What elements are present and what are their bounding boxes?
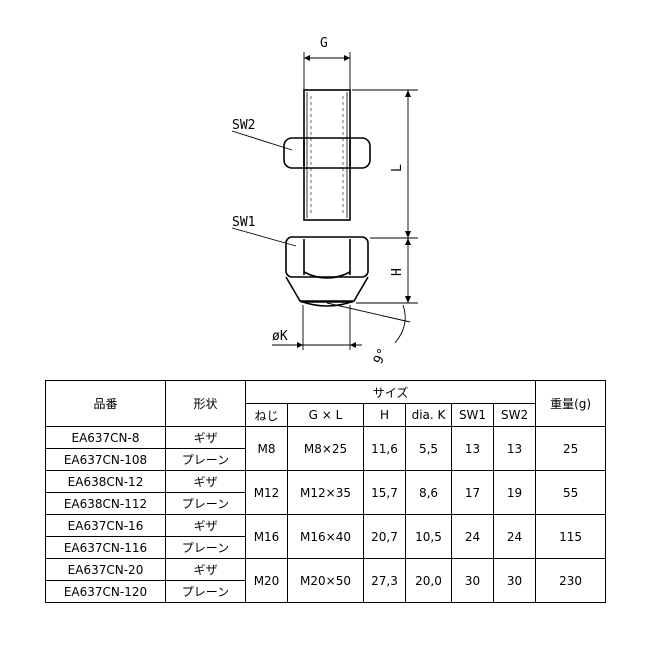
- shape-cell: プレーン: [165, 536, 246, 559]
- shape-cell: プレーン: [165, 492, 246, 515]
- gxl-cell: M8×25: [287, 426, 364, 471]
- sw2-cell: 24: [492, 514, 537, 559]
- thread-cell: M8: [245, 426, 288, 471]
- header-shape: 形状: [165, 380, 246, 427]
- sw1-cell: 24: [451, 514, 494, 559]
- table-row: EA637CN-8 ギザ M8 M8×25 11,6 5,5 13 13 25: [45, 426, 607, 471]
- dimension-lines: [231, 52, 418, 350]
- label-k: øK: [272, 329, 288, 344]
- table-row: EA637CN-20 ギザ M20 M20×50 27,3 20,0 30 30…: [45, 558, 607, 603]
- sw2-cell: 30: [492, 558, 537, 603]
- table-row: EA638CN-12 ギザ M12 M12×35 15,7 8,6 17 19 …: [45, 470, 607, 515]
- spec-table: 品番 形状 サイズ 重量(g) ねじ G × L H dia. K SW1 SW…: [45, 380, 607, 603]
- gxl-cell: M16×40: [287, 514, 364, 559]
- header-size: サイズ: [244, 380, 537, 404]
- weight-cell: 25: [535, 426, 607, 471]
- header-dia-k: dia. K: [405, 403, 452, 427]
- shape-cell: ギザ: [165, 514, 246, 537]
- shape-cell: ギザ: [165, 558, 246, 581]
- thread-cell: M16: [245, 514, 288, 559]
- dia-k-cell: 5,5: [405, 426, 452, 471]
- shape-cell: プレーン: [165, 580, 246, 603]
- dia-k-cell: 20,0: [405, 558, 452, 603]
- label-sw1: SW1: [232, 215, 255, 230]
- label-sw2: SW2: [232, 118, 255, 133]
- shape-cell: ギザ: [165, 426, 246, 449]
- thread-cell: M12: [245, 470, 288, 515]
- gxl-cell: M12×35: [287, 470, 364, 515]
- h-cell: 20,7: [363, 514, 406, 559]
- swivel-pad: [285, 276, 369, 302]
- thread-cell: M20: [245, 558, 288, 603]
- gxl-cell: M20×50: [287, 558, 364, 603]
- sw1-cell: 17: [451, 470, 494, 515]
- dimension-arrows: [297, 55, 411, 348]
- h-cell: 15,7: [363, 470, 406, 515]
- sw1-cell: 30: [451, 558, 494, 603]
- header-h: H: [363, 403, 406, 427]
- header-sw2: SW2: [492, 403, 537, 427]
- h-cell: 11,6: [363, 426, 406, 471]
- technical-drawing: G SW2 SW1 L H øK 9°: [231, 36, 418, 367]
- h-cell: 27,3: [363, 558, 406, 603]
- shape-cell: プレーン: [165, 448, 246, 471]
- header-part-no: 品番: [45, 380, 166, 427]
- part-no-cell: EA637CN-120: [45, 580, 166, 603]
- label-angle: 9°: [371, 346, 391, 367]
- weight-cell: 115: [535, 514, 607, 559]
- header-sw1: SW1: [451, 403, 494, 427]
- part-no-cell: EA637CN-116: [45, 536, 166, 559]
- label-h: H: [390, 268, 405, 276]
- header-gxl: G × L: [287, 403, 364, 427]
- header-weight: 重量(g): [535, 380, 607, 427]
- table-row: EA637CN-116 プレーン: [45, 536, 606, 559]
- bolt-figure: [283, 89, 371, 307]
- header-thread: ねじ: [245, 403, 288, 427]
- sw2-cell: 19: [492, 470, 537, 515]
- dia-k-cell: 8,6: [405, 470, 452, 515]
- part-no-cell: EA637CN-20: [45, 558, 166, 581]
- label-l: L: [390, 164, 405, 172]
- part-no-cell: EA637CN-16: [45, 514, 166, 537]
- part-no-cell: EA637CN-8: [45, 426, 166, 449]
- weight-cell: 230: [535, 558, 607, 603]
- table-row: EA638CN-112 プレーン: [45, 492, 606, 515]
- part-no-cell: EA638CN-12: [45, 470, 166, 493]
- table-row: EA637CN-16 ギザ M16 M16×40 20,7 10,5 24 24…: [45, 514, 607, 559]
- part-no-cell: EA637CN-108: [45, 448, 166, 471]
- nut-sw2: [283, 137, 371, 169]
- sw1-cell: 13: [451, 426, 494, 471]
- weight-cell: 55: [535, 470, 607, 515]
- sw2-cell: 13: [492, 426, 537, 471]
- shape-cell: ギザ: [165, 470, 246, 493]
- table-row: EA637CN-120 プレーン: [45, 580, 606, 603]
- label-g: G: [320, 36, 328, 51]
- part-no-cell: EA638CN-112: [45, 492, 166, 515]
- hex-sw1: [285, 236, 369, 279]
- dia-k-cell: 10,5: [405, 514, 452, 559]
